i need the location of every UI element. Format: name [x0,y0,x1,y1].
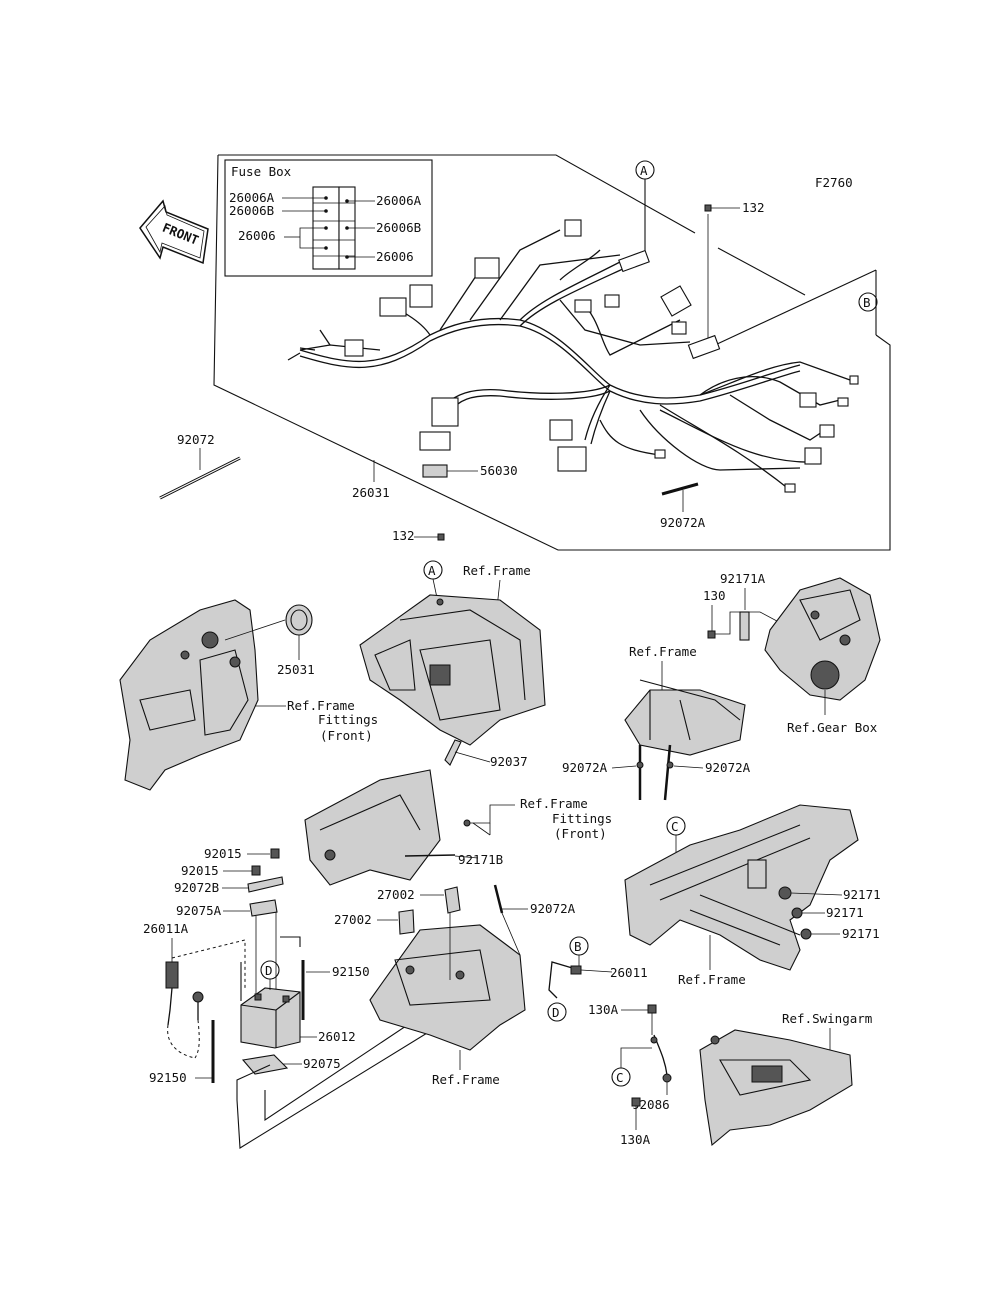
svg-text:A: A [640,163,648,178]
svg-text:Fittings: Fittings [552,811,612,826]
battery-tray: 27002 27002 92072A Ref.Frame [334,884,576,1087]
pad-92075: 92075 [241,1054,341,1075]
svg-text:92171: 92171 [826,905,864,920]
svg-text:130A: 130A [588,1002,619,1017]
svg-text:92015: 92015 [181,863,219,878]
svg-text:92171A: 92171A [720,571,766,586]
svg-text:Ref.Gear Box: Ref.Gear Box [787,720,878,735]
main-wiring-harness [287,219,859,493]
ref-frame-center: Ref.Frame [359,563,546,746]
assembly-guides [236,936,433,1149]
svg-text:132: 132 [392,528,415,543]
bolt-132-top: 132 [704,200,765,345]
fuse-box-title: Fuse Box [231,164,292,179]
svg-text:(Front): (Front) [320,728,373,743]
svg-text:D: D [552,1005,560,1020]
part-26011a: 26011A [143,921,246,1059]
fuse-label-left-26006a: 26006A [229,190,275,205]
svg-text:92150: 92150 [149,1070,187,1085]
svg-text:Ref.Frame: Ref.Frame [463,563,531,578]
svg-text:92072: 92072 [177,432,215,447]
front-fitting-left: 25031 Ref.Frame Fittings (Front) [119,599,378,791]
svg-text:Ref.Swingarm: Ref.Swingarm [782,1011,872,1026]
rear-frame: C 92171 92171 92171 Ref.Frame [624,804,881,987]
label-25031: 25031 [277,662,315,677]
battery-26012: D 26012 [240,960,356,1049]
svg-text:Ref.Frame: Ref.Frame [520,796,588,811]
fuse-label-left-26006: 26006 [238,228,276,243]
battery-hardware: 92015 92015 92072B 92075A [174,846,284,1000]
svg-text:A: A [428,563,436,578]
fuse-box-inset: Fuse Box 26006A 26006B 26006 26006A 2600… [224,159,433,277]
svg-text:92037: 92037 [490,754,528,769]
harness-frame [213,154,891,551]
svg-text:Ref.Frame: Ref.Frame [678,972,746,987]
svg-text:92075A: 92075A [176,903,222,918]
fuse-label-left-26006b: 26006B [229,203,274,218]
fuse-label-right-26006a: 26006A [376,193,422,208]
svg-text:92015: 92015 [204,846,242,861]
svg-text:D: D [265,963,273,978]
svg-text:(Front): (Front) [554,826,607,841]
svg-text:92072A: 92072A [562,760,608,775]
callout-b-top: B [858,292,878,312]
svg-text:B: B [574,939,582,954]
svg-text:26012: 26012 [318,1029,356,1044]
svg-text:92072A: 92072A [530,901,576,916]
svg-text:92075: 92075 [303,1056,341,1071]
svg-text:92072A: 92072A [660,515,706,530]
svg-text:C: C [671,819,679,834]
svg-text:26031: 26031 [352,485,390,500]
svg-text:130: 130 [703,588,726,603]
svg-text:Ref.Frame: Ref.Frame [432,1072,500,1087]
callout-a-top: A [635,160,655,255]
battery-bracket: 92037 Ref.Frame Fittings (Front) 92171B [304,739,612,886]
gear-box: 92171A 130 Ref.Gear Box [703,571,881,735]
bolt-132-mid: 132 [392,528,445,543]
frame-mid-right: Ref.Frame 92072A 92072A [562,644,751,801]
fuse-label-right-26006: 26006 [376,249,414,264]
part-26031: 26031 [352,460,390,500]
svg-text:92072A: 92072A [705,760,751,775]
svg-text:92171B: 92171B [458,852,503,867]
svg-text:26011: 26011 [610,965,648,980]
svg-text:92086: 92086 [632,1097,670,1112]
front-direction-arrow: FRONT [139,199,209,265]
svg-text:130A: 130A [620,1132,651,1147]
svg-text:56030: 56030 [480,463,518,478]
svg-text:27002: 27002 [377,887,415,902]
strap-92150: 92150 92150 [149,960,370,1085]
svg-text:27002: 27002 [334,912,372,927]
label-132-top: 132 [742,200,765,215]
part-26011: B 26011 D [547,936,648,1022]
svg-text:Ref.Frame: Ref.Frame [287,698,355,713]
svg-text:92150: 92150 [332,964,370,979]
diagram-code: F2760 [815,175,853,190]
svg-text:Fittings: Fittings [318,712,378,727]
svg-text:92171: 92171 [842,926,880,941]
part-92072: 92072 [159,432,241,500]
svg-text:B: B [863,295,871,310]
fuse-label-right-26006b: 26006B [376,220,421,235]
part-92072a-harness: 92072A [660,482,706,530]
svg-text:26011A: 26011A [143,921,189,936]
svg-text:92171: 92171 [843,887,881,902]
swingarm-ground: 130A C 92086 130A Ref.Swingarm [588,1002,872,1147]
part-56030: 56030 [422,463,518,478]
svg-text:92072B: 92072B [174,880,219,895]
svg-text:Ref.Frame: Ref.Frame [629,644,697,659]
svg-text:C: C [616,1070,624,1085]
